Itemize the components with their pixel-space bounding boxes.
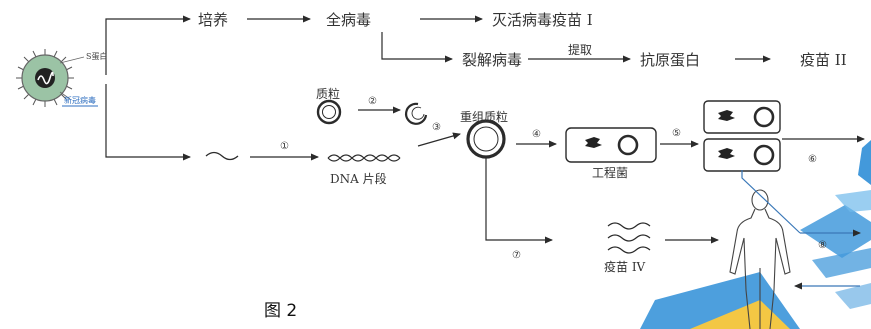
label-plasmid: 质粒 — [316, 85, 340, 102]
label-extract: 提取 — [568, 41, 592, 58]
label-vaccine-4: 疫苗 IV — [604, 258, 645, 275]
arrow-to-culture — [106, 19, 190, 75]
node-whole-virus: 全病毒 — [326, 9, 371, 30]
label-recombinant-plasmid: 重组质粒 — [460, 108, 508, 125]
figure-caption: 图 2 — [264, 296, 297, 321]
label-engineered-bacteria: 工程菌 — [592, 164, 628, 181]
virus-name-label: 新冠病毒 — [64, 95, 96, 106]
cultured-bacteria-icon-top — [704, 101, 780, 133]
engineered-bacteria-icon — [566, 128, 656, 162]
viral-gene-icon — [206, 153, 238, 160]
step-1-label: ① — [280, 141, 289, 152]
cut-plasmid-icon — [406, 104, 426, 124]
node-lysed-virus: 裂解病毒 — [462, 49, 522, 70]
step-4-label: ④ — [532, 129, 541, 140]
step-8-label: ⑧ — [818, 240, 827, 251]
virus-spike-label: S蛋白 — [86, 51, 107, 62]
arrow-to-lysed-virus — [382, 32, 452, 59]
arrow-step-3 — [418, 134, 460, 146]
node-culture: 培养 — [198, 9, 228, 30]
arrow-step-7 — [486, 158, 552, 240]
step-7-label: ⑦ — [512, 250, 521, 261]
node-antigen-protein: 抗原蛋白 — [640, 49, 700, 70]
vaccine-4-icon — [608, 223, 650, 253]
step-2-label: ② — [368, 96, 377, 107]
cultured-bacteria-icon-bottom — [704, 139, 780, 171]
label-dna-fragment: DNA 片段 — [330, 170, 387, 187]
step-3-label: ③ — [432, 122, 441, 133]
step-6-label: ⑥ — [808, 154, 817, 165]
plasmid-icon — [318, 101, 340, 123]
node-inactivated-vaccine: 灭活病毒疫苗 I — [492, 9, 593, 30]
arrow-step-8 — [742, 170, 800, 233]
dna-fragment-icon — [328, 155, 400, 161]
node-vaccine-2: 疫苗 II — [800, 49, 847, 70]
step-5-label: ⑤ — [672, 128, 681, 139]
arrow-to-gene — [106, 84, 190, 157]
recombinant-plasmid-icon — [468, 121, 504, 157]
